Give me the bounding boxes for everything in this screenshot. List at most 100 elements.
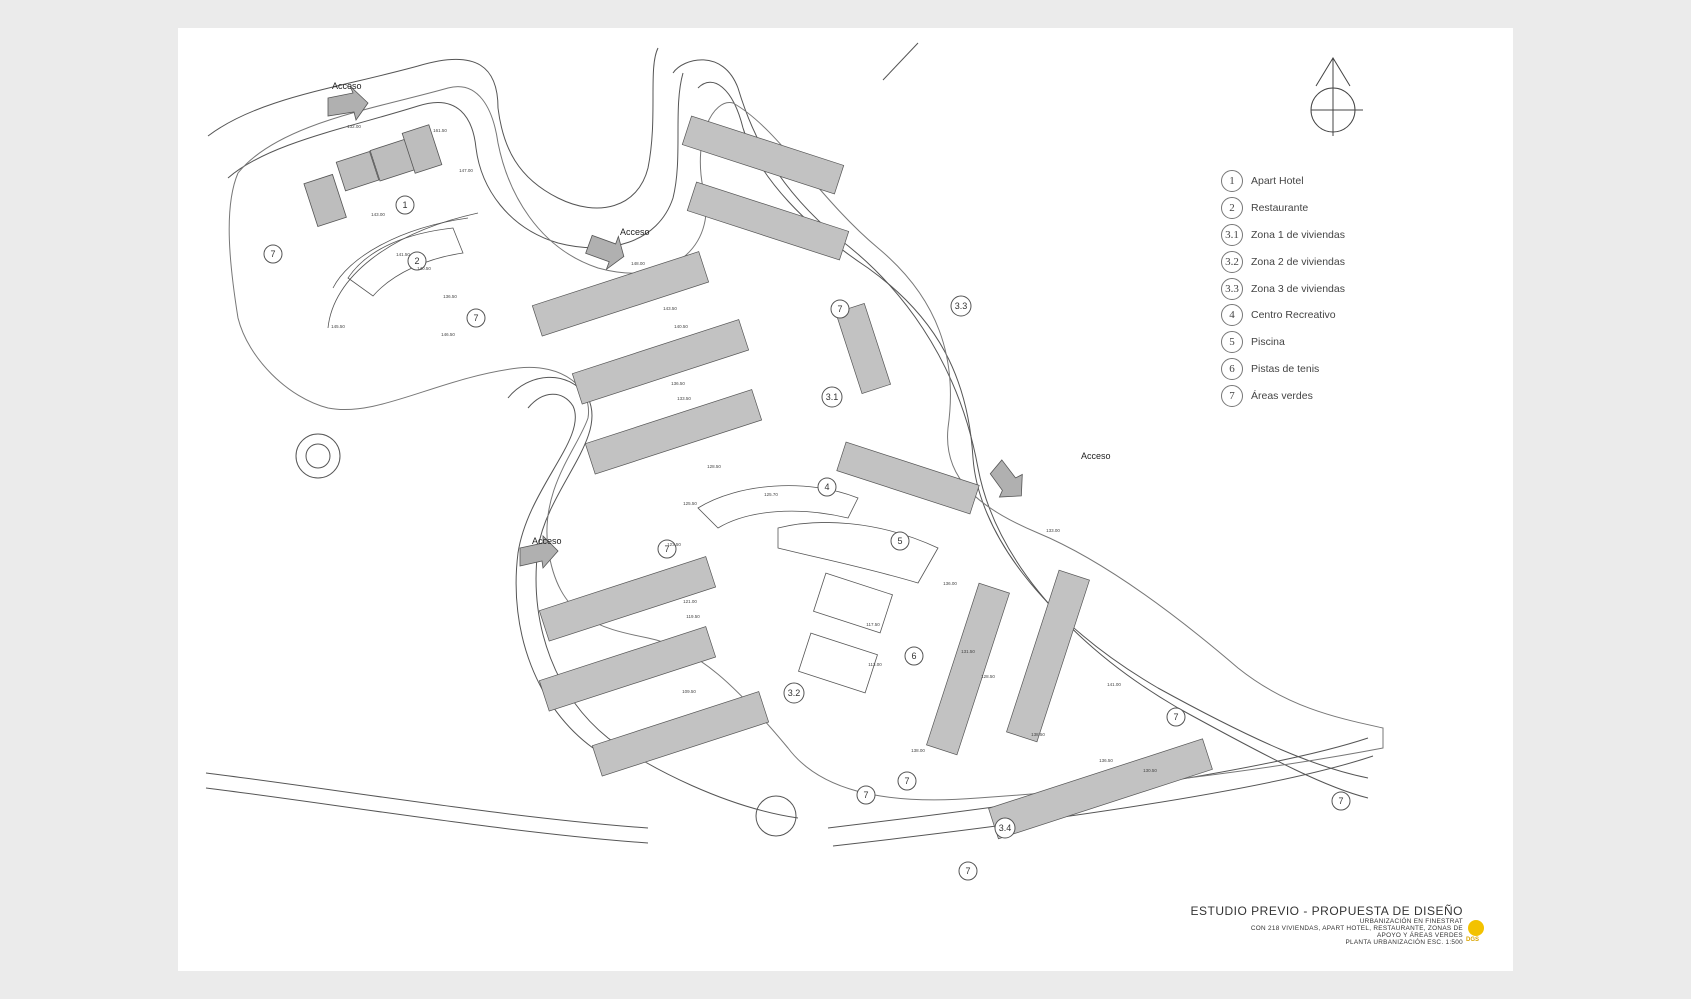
- housing-row-31-a: [531, 251, 710, 337]
- access-arrow-3: [519, 535, 559, 569]
- housing-row-32-b: [538, 626, 717, 712]
- elevation-label: 138.00: [911, 748, 925, 753]
- marker-zone3: 3.3: [950, 295, 972, 317]
- road-west-inner: [227, 72, 684, 249]
- hotel-block-4: [303, 173, 347, 228]
- svg-text:7: 7: [837, 304, 842, 314]
- legend-item: 4 Centro Recreativo: [1221, 302, 1421, 329]
- svg-text:5: 5: [897, 536, 902, 546]
- road-south-2: [205, 787, 649, 844]
- legend-label: Restaurante: [1251, 202, 1309, 215]
- road-west-outer: [207, 47, 659, 209]
- marker-tennis: 6: [904, 646, 924, 666]
- elevation-label: 133.00: [1046, 528, 1060, 533]
- legend-number: 3.1: [1221, 223, 1243, 246]
- pool-outline: [777, 522, 939, 584]
- road-south: [205, 772, 649, 829]
- elevation-label: 141.50: [396, 252, 410, 257]
- elevation-label: 140.50: [417, 266, 431, 271]
- drawing-subtitle-2: CON 218 VIVIENDAS, APART HOTEL, RESTAURA…: [1250, 925, 1463, 932]
- elevation-label: 125.50: [683, 501, 697, 506]
- company-logo-icon: [1468, 920, 1484, 936]
- hotel-block-3: [401, 124, 443, 174]
- recreation-center: [697, 485, 859, 529]
- legend-number: 3.2: [1221, 250, 1243, 273]
- elevation-labels: 132.00161.50147.00143.00141.50140.50136.…: [331, 124, 1157, 773]
- elevation-label: 143.50: [663, 306, 677, 311]
- housing-row-33-b: [686, 181, 850, 261]
- elevation-label: 136.50: [443, 294, 457, 299]
- drawing-sheet: 1 2 3.1 3.2 3.3 3.4 4 5 6 7 7 7 7 7 7 7 …: [178, 28, 1513, 971]
- legend-number: 7: [1221, 384, 1243, 407]
- elevation-label: 148.00: [631, 261, 645, 266]
- svg-text:7: 7: [904, 776, 909, 786]
- restaurant-arc-2: [327, 212, 479, 329]
- legend-number: 5: [1221, 331, 1243, 354]
- housing-row-33-c: [835, 302, 891, 394]
- access-label-3: Acceso: [532, 536, 562, 546]
- elevation-label: 117.50: [866, 622, 880, 627]
- marker-recreation: 4: [817, 477, 837, 497]
- marker-green-1: 7: [263, 244, 283, 264]
- elevation-label: 143.00: [371, 212, 385, 217]
- north-arrow: [1310, 57, 1363, 136]
- access-label-1: Acceso: [332, 81, 362, 91]
- housing-row-34-a: [926, 582, 1010, 756]
- elevation-label: 128.50: [981, 674, 995, 679]
- elevation-label: 131.50: [961, 649, 975, 654]
- elevation-label: 136.50: [1099, 758, 1113, 763]
- svg-text:7: 7: [1338, 796, 1343, 806]
- elevation-label: 140.50: [674, 324, 688, 329]
- site-boundary: [228, 86, 1384, 801]
- drawing-scale: PLANTA URBANIZACIÓN ESC. 1:500: [1345, 939, 1463, 946]
- marker-pool: 5: [890, 531, 910, 551]
- marker-green-2: 7: [466, 308, 486, 328]
- roundabout-south: [755, 795, 797, 837]
- elevation-label: 133.50: [677, 396, 691, 401]
- housing-row-34-c: [988, 738, 1213, 840]
- elevation-label: 146.50: [441, 332, 455, 337]
- elevation-label: 121.00: [683, 599, 697, 604]
- housing-row-32-c: [591, 691, 770, 777]
- tennis-court-2: [798, 632, 878, 694]
- legend-item: 2 Restaurante: [1221, 195, 1421, 222]
- legend-number: 3.3: [1221, 277, 1243, 300]
- marker-green-6: 7: [897, 771, 917, 791]
- legend-number: 4: [1221, 304, 1243, 327]
- svg-text:7: 7: [473, 313, 478, 323]
- site-plan: 1 2 3.1 3.2 3.3 3.4 4 5 6 7 7 7 7 7 7 7 …: [205, 42, 1384, 881]
- elevation-label: 125.70: [764, 492, 778, 497]
- marker-restaurant: 2: [407, 251, 427, 271]
- legend-number: 2: [1221, 197, 1243, 220]
- marker-green-5: 7: [856, 785, 876, 805]
- tennis-court-1: [813, 572, 893, 634]
- housing-row-32-a: [538, 556, 717, 642]
- elevation-label: 109.50: [682, 689, 696, 694]
- elevation-label: 138.50: [1031, 732, 1045, 737]
- housing-row-34-b: [1006, 569, 1090, 743]
- drawing-subtitle-1: URBANIZACIÓN EN FINESTRAT: [1359, 918, 1463, 925]
- legend-number: 1: [1221, 170, 1243, 193]
- elevation-label: 113.00: [868, 662, 882, 667]
- elevation-label: 128.50: [707, 464, 721, 469]
- roundabout-west: [295, 433, 341, 479]
- marker-zone1: 3.1: [821, 386, 843, 408]
- elevation-label: 119.50: [686, 614, 700, 619]
- svg-text:7: 7: [965, 866, 970, 876]
- legend-label: Centro Recreativo: [1251, 309, 1336, 322]
- access-label-2: Acceso: [620, 227, 650, 237]
- svg-text:6: 6: [911, 651, 916, 661]
- housing-row-33-a: [681, 115, 845, 195]
- svg-text:1: 1: [402, 200, 407, 210]
- svg-text:7: 7: [863, 790, 868, 800]
- elevation-label: 132.00: [347, 124, 361, 129]
- svg-text:7: 7: [1173, 712, 1178, 722]
